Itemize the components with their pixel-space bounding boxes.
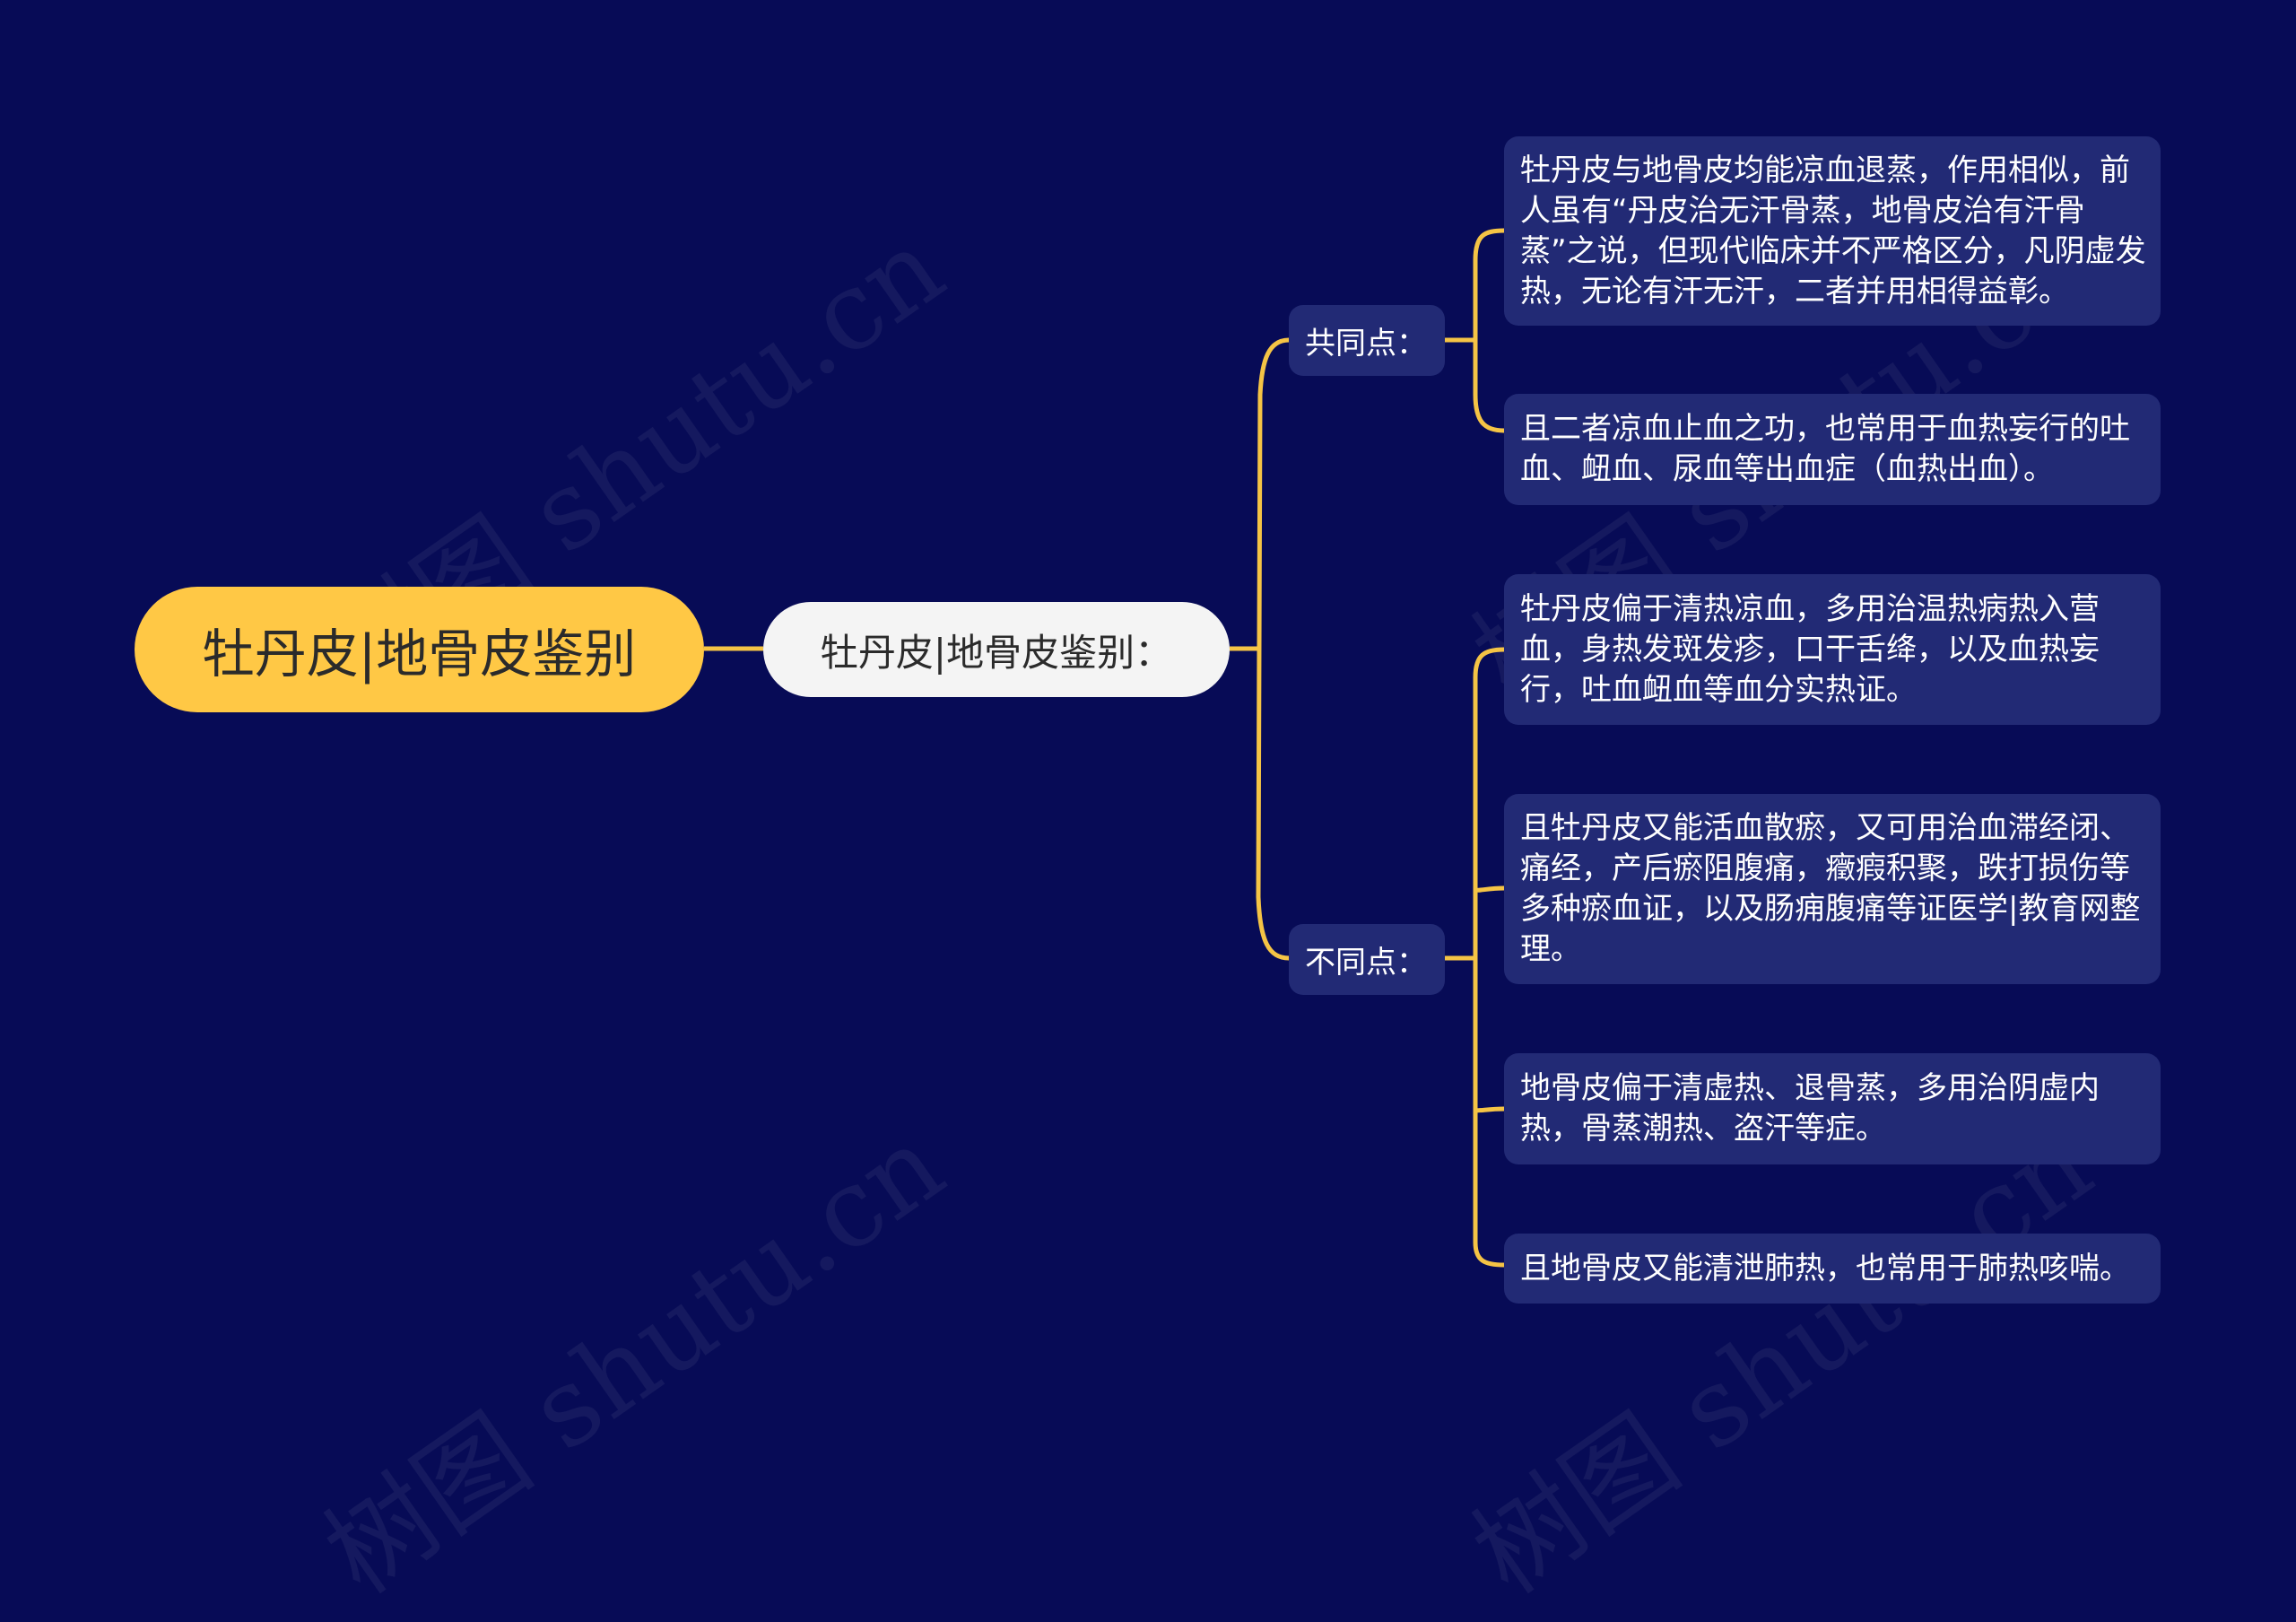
connector-lines [704,228,1505,1268]
leaf-node[interactable]: 且牡丹皮又能活血散瘀，又可用治血滞经闭、痛经，产后瘀阻腹痛，癥瘕积聚，跌打损伤等… [1504,794,2161,984]
leaf-node[interactable]: 且地骨皮又能清泄肺热，也常用于肺热咳喘。 [1504,1234,2161,1304]
leaf-node[interactable]: 地骨皮偏于清虚热、退骨蒸，多用治阴虚内热，骨蒸潮热、盗汗等症。 [1504,1053,2161,1164]
leaf-node[interactable]: 牡丹皮与地骨皮均能凉血退蒸，作用相似，前人虽有“丹皮治无汗骨蒸，地骨皮治有汗骨蒸… [1504,136,2161,326]
leaf-text: 且牡丹皮又能活血散瘀，又可用治血滞经闭、痛经，产后瘀阻腹痛，癥瘕积聚，跌打损伤等… [1520,810,2141,967]
topic-label: 牡丹皮|地骨皮鉴别： [820,630,1173,675]
leaf-text: 牡丹皮偏于清热凉血，多用治温热病热入营血，身热发斑发疹，口干舌绛，以及血热妄行，… [1520,590,2100,708]
leaf-node[interactable]: 牡丹皮偏于清热凉血，多用治温热病热入营血，身热发斑发疹，口干舌绛，以及血热妄行，… [1504,574,2161,725]
category-node-difference[interactable]: 不同点： [1289,924,1445,995]
root-label: 牡丹皮|地骨皮鉴别 [202,624,637,685]
leaf-text: 且地骨皮又能清泄肺热，也常用于肺热咳喘。 [1520,1250,2130,1286]
category-label: 共同点： [1305,326,1427,362]
topic-node[interactable]: 牡丹皮|地骨皮鉴别： [763,602,1230,697]
leaf-text: 牡丹皮与地骨皮均能凉血退蒸，作用相似，前人虽有“丹皮治无汗骨蒸，地骨皮治有汗骨蒸… [1520,152,2146,310]
leaf-text: 地骨皮偏于清虚热、退骨蒸，多用治阴虚内热，骨蒸潮热、盗汗等症。 [1520,1070,2100,1147]
leaf-node[interactable]: 且二者凉血止血之功，也常用于血热妄行的吐血、衄血、尿血等出血症（血热出血）。 [1504,394,2161,505]
leaf-text: 且二者凉血止血之功，也常用于血热妄行的吐血、衄血、尿血等出血症（血热出血）。 [1520,411,2130,487]
category-node-common[interactable]: 共同点： [1289,305,1445,376]
root-node[interactable]: 牡丹皮|地骨皮鉴别 [135,587,704,712]
category-label: 不同点： [1305,945,1427,981]
